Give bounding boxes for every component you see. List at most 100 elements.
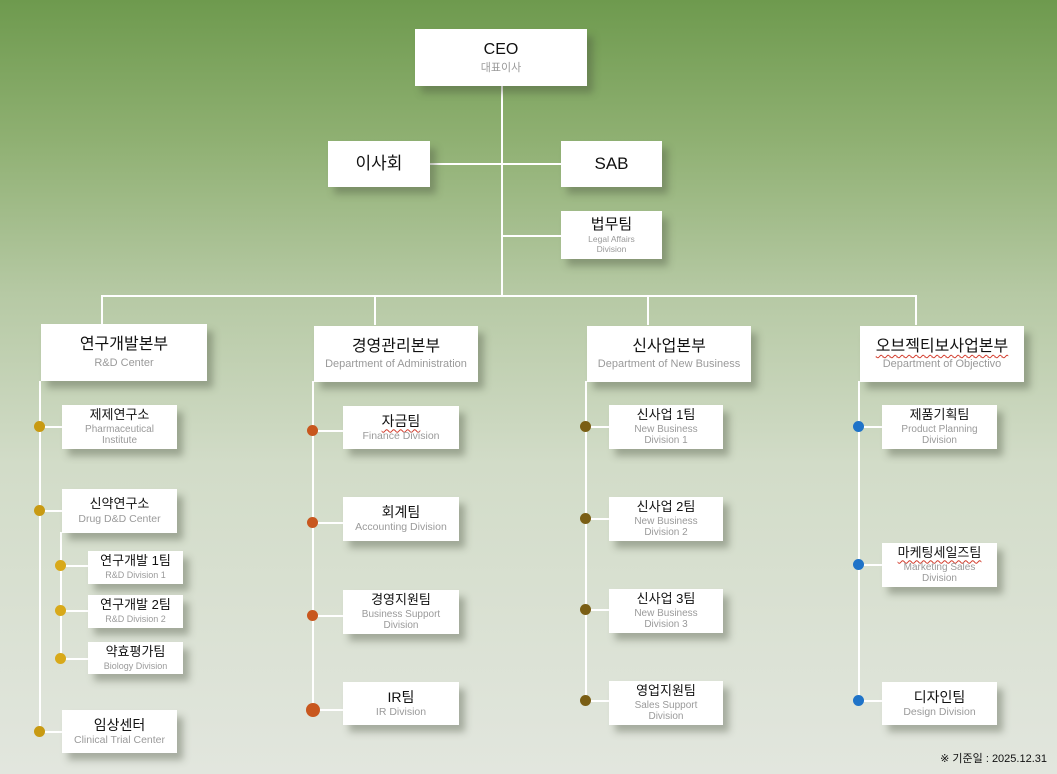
rnd-spine-line bbox=[39, 381, 41, 732]
reference-date-note: ※ 기준일 : 2025.12.31 bbox=[940, 753, 1047, 765]
rnd-sub-branch-line bbox=[61, 565, 88, 567]
rnd-branch-line bbox=[40, 426, 62, 428]
subteam-box: 연구개발 1팀 R&D Division 1 bbox=[88, 551, 183, 584]
admin-bullet-dot bbox=[306, 703, 320, 717]
subteam-subtitle: R&D Division 2 bbox=[105, 614, 166, 625]
division-subtitle: Department of New Business bbox=[597, 358, 741, 371]
newbiz-bullet-dot bbox=[580, 421, 591, 432]
team-subtitle-line2: Division bbox=[648, 711, 684, 723]
team-title: 임상센터 bbox=[93, 716, 146, 733]
rnd-sub-bullet-dot bbox=[55, 605, 66, 616]
rnd-bullet-dot bbox=[34, 726, 45, 737]
division-rnd-box: 연구개발본부 R&D Center bbox=[41, 324, 207, 381]
objectivo-branch-line bbox=[859, 426, 882, 428]
team-title: 마케팅세일즈팀 bbox=[897, 544, 982, 560]
subteam-box: 약효평가팀 Biology Division bbox=[88, 642, 183, 674]
rnd-sub-spine-line bbox=[60, 532, 62, 660]
team-subtitle-line1: Marketing Sales bbox=[903, 562, 976, 574]
board-connector-line bbox=[430, 163, 502, 165]
board-title: 이사회 bbox=[355, 154, 403, 174]
division-2-drop-line bbox=[374, 295, 376, 325]
team-title: 자금팀 bbox=[381, 412, 421, 429]
newbiz-bullet-dot bbox=[580, 513, 591, 524]
team-box: IR팀 IR Division bbox=[343, 682, 459, 725]
team-box: 마케팅세일즈팀 Marketing Sales Division bbox=[882, 543, 997, 587]
objectivo-branch-line bbox=[859, 700, 882, 702]
division-bus-line bbox=[101, 295, 916, 297]
team-subtitle: Accounting Division bbox=[355, 521, 447, 534]
team-subtitle-line2: Division 1 bbox=[644, 435, 688, 447]
legal-title: 법무팀 bbox=[590, 216, 633, 234]
admin-bullet-dot bbox=[307, 425, 318, 436]
team-title: 제품기획팀 bbox=[909, 406, 970, 422]
sab-title: SAB bbox=[594, 154, 629, 174]
team-subtitle-line1: Business Support bbox=[361, 609, 441, 621]
newbiz-branch-line bbox=[586, 518, 609, 520]
newbiz-spine-line bbox=[585, 381, 587, 702]
legal-connector-line bbox=[502, 235, 561, 237]
rnd-sub-branch-line bbox=[61, 658, 88, 660]
objectivo-branch-line bbox=[859, 564, 882, 566]
team-box: 경영지원팀 Business Support Division bbox=[343, 590, 459, 634]
team-box: 제품기획팀 Product Planning Division bbox=[882, 405, 997, 449]
division-objectivo-box: 오브젝티보사업본부 Department of Objectivo bbox=[860, 326, 1024, 382]
admin-spine-line bbox=[312, 381, 314, 711]
rnd-branch-line bbox=[40, 731, 62, 733]
team-box: 신약연구소 Drug D&D Center bbox=[62, 489, 177, 533]
team-subtitle-line1: New Business bbox=[634, 516, 698, 528]
team-title: IR팀 bbox=[387, 688, 415, 705]
subteam-title: 약효평가팀 bbox=[105, 643, 166, 659]
team-title: 신약연구소 bbox=[89, 495, 150, 511]
team-subtitle-line2: Division bbox=[383, 620, 419, 632]
team-box: 제제연구소 Pharmaceutical Institute bbox=[62, 405, 177, 449]
team-title: 신사업 1팀 bbox=[636, 406, 696, 422]
newbiz-bullet-dot bbox=[580, 604, 591, 615]
team-subtitle-line2: Division bbox=[921, 435, 957, 447]
board-box: 이사회 bbox=[328, 141, 430, 187]
team-subtitle-line1: New Business bbox=[634, 608, 698, 620]
division-admin-box: 경영관리본부 Department of Administration bbox=[314, 326, 478, 382]
team-subtitle: Drug D&D Center bbox=[78, 512, 161, 525]
objectivo-bullet-dot bbox=[853, 559, 864, 570]
team-subtitle: Design Division bbox=[903, 705, 976, 718]
team-subtitle-line1: Sales Support bbox=[634, 700, 698, 712]
team-subtitle: Clinical Trial Center bbox=[73, 733, 166, 746]
sab-box: SAB bbox=[561, 141, 662, 187]
objectivo-bullet-dot bbox=[853, 421, 864, 432]
ceo-title: CEO bbox=[483, 41, 519, 59]
admin-bullet-dot bbox=[307, 517, 318, 528]
subteam-subtitle: Biology Division bbox=[103, 660, 168, 671]
sab-connector-line bbox=[502, 163, 561, 165]
rnd-bullet-dot bbox=[34, 505, 45, 516]
rnd-sub-bullet-dot bbox=[55, 560, 66, 571]
subteam-subtitle: R&D Division 1 bbox=[105, 570, 166, 581]
team-title: 신사업 3팀 bbox=[636, 590, 696, 606]
division-title: 신사업본부 bbox=[632, 337, 706, 355]
ceo-trunk-line bbox=[501, 86, 503, 297]
objectivo-spine-line bbox=[858, 381, 860, 702]
division-newbiz-box: 신사업본부 Department of New Business bbox=[587, 326, 751, 382]
division-title: 오브젝티보사업본부 bbox=[875, 337, 1009, 355]
team-title: 디자인팀 bbox=[913, 688, 966, 705]
team-box: 신사업 3팀 New Business Division 3 bbox=[609, 589, 723, 633]
subteam-title: 연구개발 2팀 bbox=[100, 597, 171, 613]
legal-box: 법무팀 Legal Affairs Division bbox=[561, 211, 662, 259]
team-box: 임상센터 Clinical Trial Center bbox=[62, 710, 177, 753]
newbiz-branch-line bbox=[586, 609, 609, 611]
division-subtitle: Department of Administration bbox=[325, 358, 467, 371]
team-subtitle-line2: Division 2 bbox=[644, 527, 688, 539]
team-box: 디자인팀 Design Division bbox=[882, 682, 997, 725]
team-title: 경영지원팀 bbox=[371, 591, 431, 607]
team-subtitle-line1: Pharmaceutical bbox=[85, 424, 154, 436]
team-box: 회계팀 Accounting Division bbox=[343, 497, 459, 541]
admin-bullet-dot bbox=[307, 610, 318, 621]
newbiz-bullet-dot bbox=[580, 695, 591, 706]
team-subtitle: IR Division bbox=[375, 705, 427, 718]
rnd-sub-branch-line bbox=[61, 610, 88, 612]
rnd-bullet-dot bbox=[34, 421, 45, 432]
team-title: 회계팀 bbox=[381, 504, 421, 521]
team-box: 신사업 1팀 New Business Division 1 bbox=[609, 405, 723, 449]
team-box: 자금팀 Finance Division bbox=[343, 406, 459, 449]
division-title: 경영관리본부 bbox=[351, 337, 441, 355]
subteam-box: 연구개발 2팀 R&D Division 2 bbox=[88, 595, 183, 628]
